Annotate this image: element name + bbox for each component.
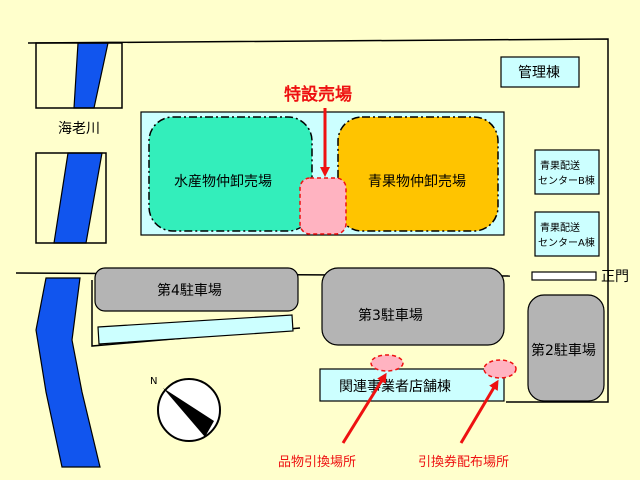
river-label: 海老川	[58, 121, 100, 137]
goods-pickup-arrow	[341, 372, 387, 444]
special-sales-area	[299, 177, 347, 235]
bridge-lower	[35, 152, 107, 244]
produce-market	[337, 116, 499, 232]
voucher-distribution-arrow	[459, 379, 499, 444]
produce-center-a-line1: 青果配送	[540, 221, 580, 234]
compass-icon	[157, 378, 221, 442]
marine-market-label: 水産物仲卸売場	[174, 174, 272, 190]
river	[35, 42, 109, 468]
produce-center-b-line2: センターB棟	[538, 174, 595, 187]
special-sales-label: 特設売場	[284, 84, 352, 105]
parking-3	[321, 267, 505, 346]
strip-building	[97, 314, 294, 345]
voucher-distribution-label: 引換券配布場所	[418, 454, 509, 470]
parking-2-label: 第2駐車場	[531, 342, 596, 359]
compass-north-label: N	[150, 376, 157, 387]
goods-pickup-label: 品物引換場所	[278, 455, 356, 470]
produce-center-b-line1: 青果配送	[540, 159, 580, 172]
bridge-upper	[35, 42, 123, 109]
admin-building-label: 管理棟	[518, 65, 560, 81]
produce-center-a-line2: センターA棟	[538, 236, 595, 249]
goods-pickup-marker	[370, 354, 404, 372]
admin-building	[500, 56, 580, 88]
voucher-distribution-marker	[483, 359, 517, 379]
parking-4	[94, 267, 299, 312]
produce-market-label: 青果物仲卸売場	[368, 174, 466, 190]
produce-center-b	[534, 149, 600, 195]
marine-market	[148, 116, 313, 232]
shops-building-label: 関連事業者店舗棟	[339, 379, 451, 395]
shops-building	[319, 368, 505, 402]
parking-2	[527, 294, 605, 402]
produce-center-a	[534, 211, 600, 257]
main-gate	[531, 271, 597, 281]
parking-3-label: 第3駐車場	[358, 307, 423, 324]
main-gate-label: 正門	[601, 269, 629, 285]
parking-4-label: 第4駐車場	[157, 282, 222, 299]
